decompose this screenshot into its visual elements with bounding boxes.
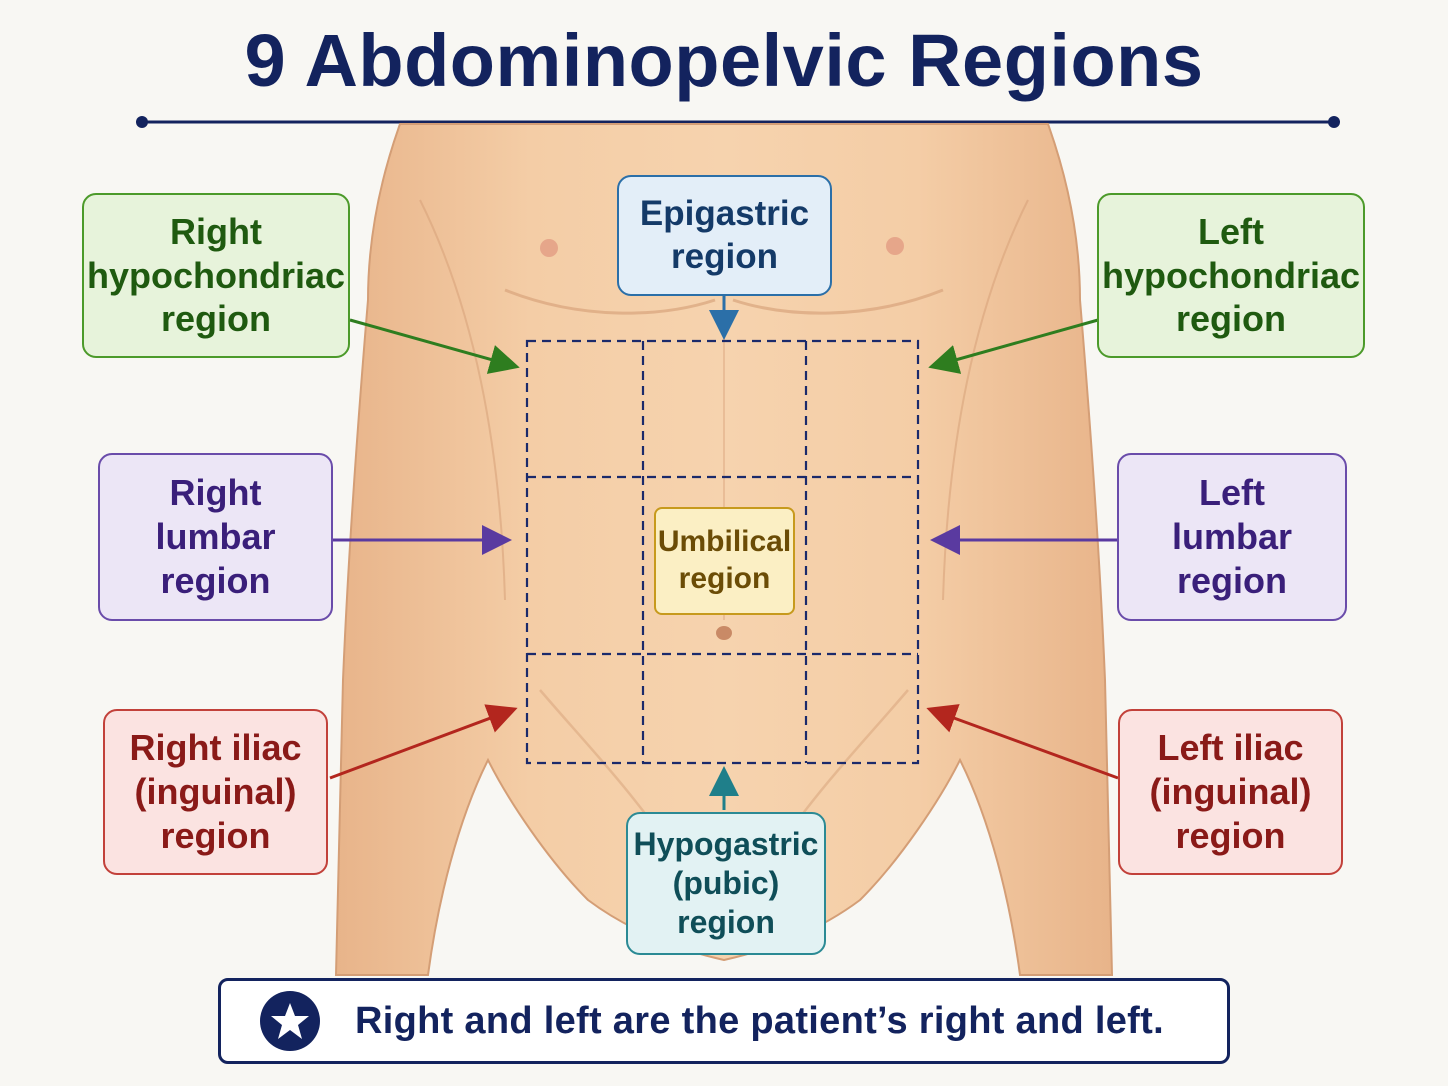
label-line: region (160, 814, 271, 856)
label-line: region (678, 562, 771, 595)
star-icon (260, 991, 320, 1051)
label-line: hypochondriac (86, 254, 346, 296)
label-left-iliac: Left iliac (inguinal) region (1118, 709, 1343, 875)
label-line: Right (169, 472, 262, 514)
label-line: (inguinal) (1149, 771, 1312, 813)
label-epigastric: Epigastric region (617, 175, 832, 296)
right-nipple (540, 239, 558, 257)
note-text: Right and left are the patient’s right a… (355, 999, 1164, 1042)
label-line: Left iliac (1157, 727, 1304, 769)
label-line: region (677, 904, 775, 941)
arrow-right-iliac (329, 704, 518, 780)
label-line: hypochondriac (1101, 254, 1361, 296)
label-left-hypochondriac: Left hypochondriac region (1097, 193, 1365, 358)
note-banner: Right and left are the patient’s right a… (218, 978, 1230, 1064)
label-hypogastric: Hypogastric (pubic) region (626, 812, 826, 955)
label-line: lumbar (155, 516, 276, 558)
label-left-lumbar: Left lumbar region (1117, 453, 1347, 621)
navel (716, 626, 732, 640)
label-line: region (160, 559, 271, 601)
label-line: Epigastric (639, 193, 810, 233)
label-line: Right (170, 210, 262, 252)
label-line: region (1175, 298, 1286, 340)
grid-outline (525, 339, 920, 765)
arrow-right-hypochondriac (349, 318, 520, 374)
arrow-left-iliac (926, 704, 1119, 780)
left-nipple (886, 237, 904, 255)
arrow-left-hypochondriac (928, 318, 1099, 374)
label-line: Hypogastric (633, 825, 819, 862)
label-umbilical: Umbilical region (654, 507, 795, 615)
label-line: Umbilical (657, 525, 792, 559)
label-line: lumbar (1171, 516, 1293, 558)
label-line: Left (1198, 210, 1264, 252)
label-right-iliac: Right iliac (inguinal) region (103, 709, 328, 875)
label-line: Left (1199, 472, 1265, 514)
label-right-hypochondriac: Right hypochondriac region (82, 193, 350, 358)
page-title: 9 Abdominopelvic Regions (244, 19, 1204, 102)
title-divider (136, 116, 1340, 128)
region-grid (525, 339, 920, 765)
label-line: (pubic) (672, 864, 780, 901)
pectoral-contour (504, 288, 944, 315)
label-line: region (671, 236, 778, 276)
label-line: region (1175, 814, 1286, 856)
label-right-lumbar: Right lumbar region (98, 453, 333, 621)
label-line: (inguinal) (134, 771, 297, 813)
label-line: region (1176, 559, 1287, 601)
label-line: Right iliac (129, 727, 302, 769)
label-line: region (160, 298, 271, 340)
